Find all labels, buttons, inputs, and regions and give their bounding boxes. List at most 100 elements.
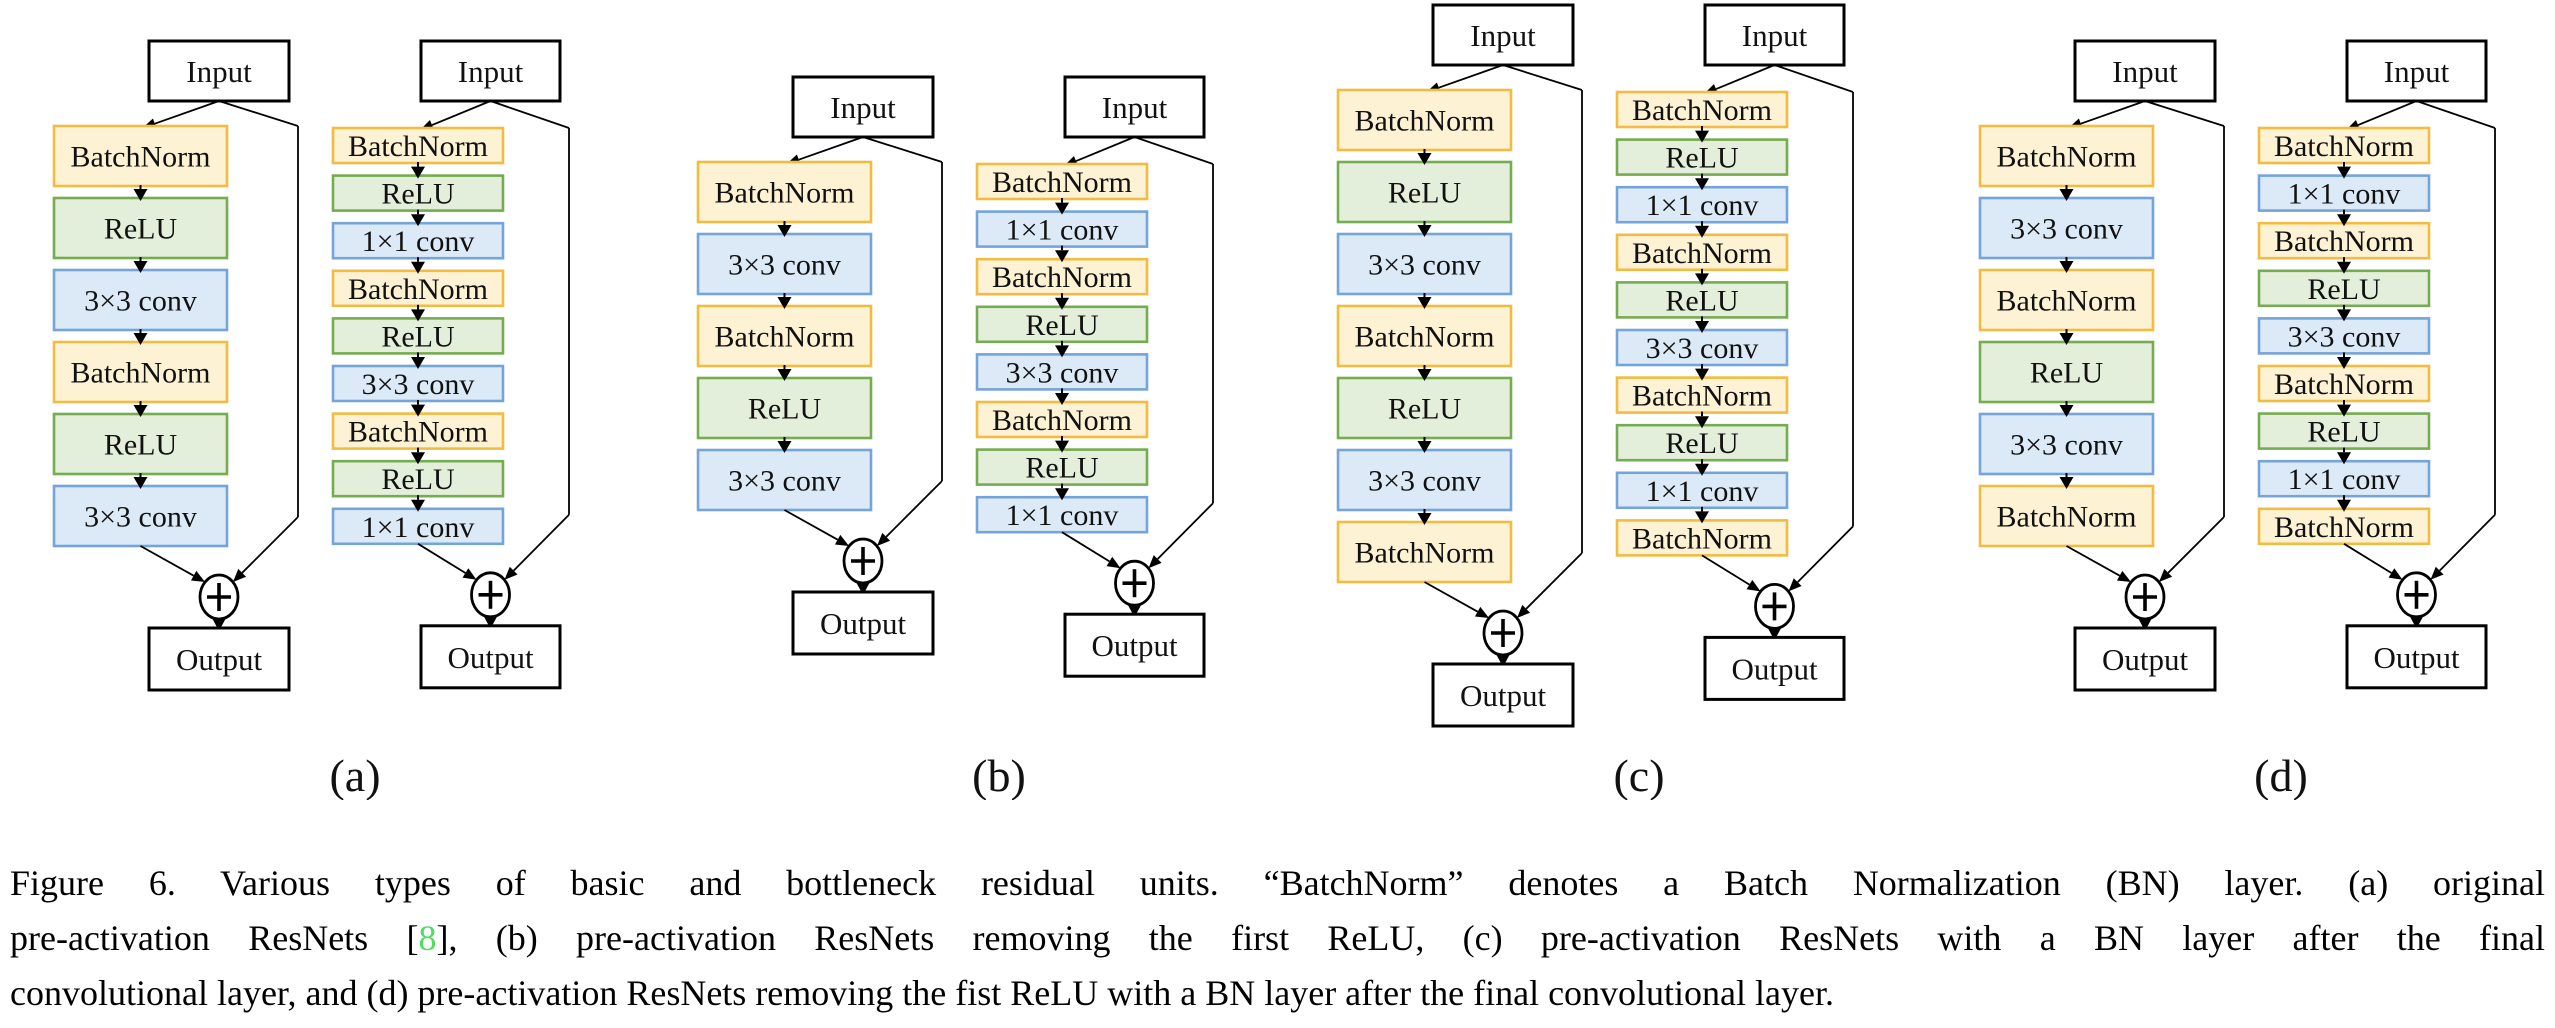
relu-layer-box <box>1615 138 1789 176</box>
layer-arrow-head <box>133 477 148 489</box>
skip-connection-line <box>1502 64 1583 91</box>
layer-arrow-head <box>411 214 425 227</box>
bn-layer-label: BatchNorm <box>715 177 855 210</box>
layer-arrow-head <box>2059 405 2074 417</box>
layer-arrow-head <box>133 261 148 273</box>
output-label: Output <box>820 606 907 641</box>
residual-merge-arrow-head <box>1106 556 1121 569</box>
skip-merge-arrow-line <box>1525 552 1583 610</box>
conv3-layer-label: 3×3 conv <box>1368 465 1481 498</box>
subfigure-label: (c) <box>1613 750 1664 800</box>
skip-connection-line <box>862 136 943 163</box>
subfigure-label: (d) <box>2254 750 2308 800</box>
bn-layer-label: BatchNorm <box>348 130 488 163</box>
residual-merge-arrow-head <box>190 570 205 582</box>
bn-layer-box <box>1615 519 1789 557</box>
conv1-layer-box <box>2257 174 2431 212</box>
layer-arrow-head <box>2337 357 2351 369</box>
relu-layer-label: ReLU <box>1388 393 1462 426</box>
bn-layer-label: BatchNorm <box>715 321 855 354</box>
layer-arrow-head <box>1055 393 1069 405</box>
layer-arrow-head <box>1417 513 1432 525</box>
skip-connection-line <box>218 100 299 127</box>
relu-layer-label: ReLU <box>381 178 455 211</box>
residual-merge-arrow-line <box>2343 543 2392 574</box>
residual-merge-arrow-head <box>2388 568 2403 580</box>
output-label: Output <box>2102 642 2189 677</box>
output-arrow-head <box>856 582 870 595</box>
conv3-layer-label: 3×3 conv <box>1646 332 1759 365</box>
bn-layer-label: BatchNorm <box>1355 321 1495 354</box>
relu-layer-label: ReLU <box>1665 427 1739 460</box>
skip-merge-arrow-head <box>2159 568 2173 582</box>
conv3-layer-label: 3×3 conv <box>1368 249 1481 282</box>
input-arrow-line <box>2357 100 2417 126</box>
input-box <box>1703 3 1846 67</box>
skip-merge-arrow-line <box>1157 502 1214 560</box>
layer-arrow-head <box>1695 273 1709 286</box>
skip-merge-arrow-line <box>2439 514 2496 572</box>
layer-arrow-head <box>777 441 792 453</box>
conv3-layer-label: 3×3 conv <box>84 501 197 534</box>
layer-arrow-head <box>2059 261 2074 273</box>
input-arrow-line <box>798 136 864 161</box>
layer-arrow-head <box>1417 441 1432 453</box>
layer-arrow-head <box>2337 261 2351 274</box>
relu-layer-label: ReLU <box>1025 309 1099 342</box>
skip-connection-line <box>2144 100 2225 127</box>
citation-8[interactable]: 8 <box>418 918 437 958</box>
bn-layer-label: BatchNorm <box>1632 380 1772 413</box>
output-label: Output <box>2373 640 2460 675</box>
skip-merge-arrow-head <box>1788 578 1802 592</box>
input-label: Input <box>2384 54 2450 89</box>
output-box <box>147 626 291 692</box>
residual-merge-arrow-head <box>2116 570 2131 582</box>
layer-arrow-head <box>1417 297 1432 309</box>
residual-merge-arrow-head <box>834 534 849 546</box>
subfigure-label: (a) <box>329 750 380 800</box>
residual-merge-arrow-line <box>1061 531 1110 563</box>
output-box <box>1703 635 1846 701</box>
input-arrow-line <box>431 100 491 126</box>
relu-layer-box <box>52 196 229 260</box>
residual-merge-arrow-line <box>140 545 195 577</box>
input-label: Input <box>458 54 524 89</box>
bn-layer-label: BatchNorm <box>1997 285 2137 318</box>
conv3-layer-label: 3×3 conv <box>2010 213 2123 246</box>
input-box <box>147 39 291 103</box>
conv3-layer-box <box>975 353 1149 391</box>
layer-arrow-head <box>1055 250 1069 263</box>
skip-merge-arrow-head <box>1517 604 1531 618</box>
output-box <box>2073 626 2217 692</box>
input-box <box>1063 75 1206 139</box>
output-label: Output <box>1731 651 1818 686</box>
input-label: Input <box>186 54 252 89</box>
bn-layer-box <box>2257 126 2431 165</box>
output-arrow-head <box>212 618 226 631</box>
layer-arrow-head <box>411 404 425 417</box>
conv3-layer-label: 3×3 conv <box>1006 356 1119 389</box>
skip-merge-arrow-line <box>2167 516 2225 574</box>
relu-layer-box <box>1978 340 2155 404</box>
relu-layer-box <box>1336 376 1513 440</box>
bn-layer-box <box>1978 124 2155 188</box>
output-arrow-head <box>2409 615 2424 629</box>
layer-arrow-head <box>1695 321 1709 333</box>
layer-arrow-head <box>2337 452 2351 465</box>
output-arrow-head <box>1127 604 1142 618</box>
conv1-layer-label: 1×1 conv <box>1646 189 1759 222</box>
subfigure-label: (b) <box>972 750 1026 800</box>
skip-merge-arrow-line <box>1797 525 1854 583</box>
layer-arrow-head <box>1695 225 1709 238</box>
bn-layer-label: BatchNorm <box>1997 141 2137 174</box>
output-arrow-head <box>483 615 498 629</box>
bn-layer-label: BatchNorm <box>1997 501 2137 534</box>
input-label: Input <box>1470 18 1536 53</box>
skip-merge-arrow-head <box>233 568 247 582</box>
bn-layer-label: BatchNorm <box>1632 94 1772 127</box>
conv1-layer-box <box>975 495 1149 534</box>
layer-arrow-head <box>777 297 792 309</box>
relu-layer-label: ReLU <box>748 393 822 426</box>
bn-layer-label: BatchNorm <box>1632 237 1772 270</box>
layer-arrow-head <box>411 452 425 465</box>
